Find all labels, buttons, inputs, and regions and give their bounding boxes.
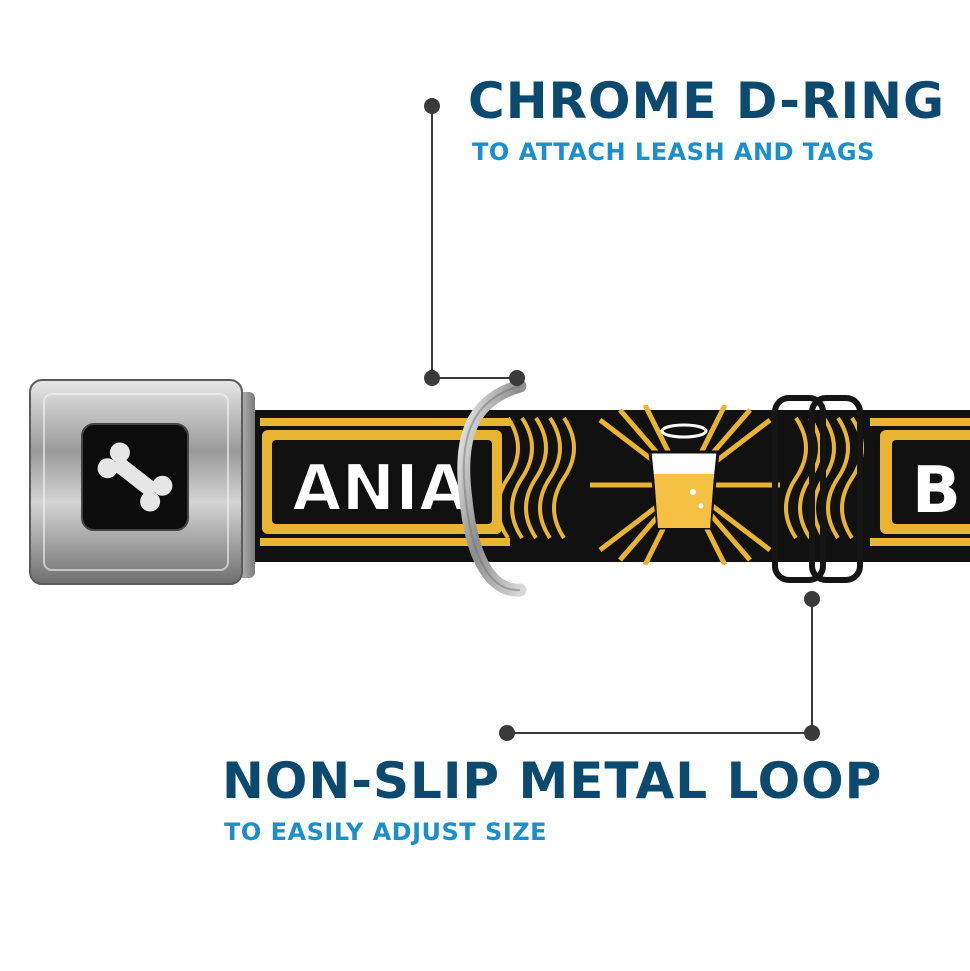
collar-strap: ANIA B bbox=[235, 405, 970, 565]
strap-text-right: B bbox=[912, 454, 961, 528]
callout-line-d-ring bbox=[424, 98, 525, 386]
callout-subtitle-d-ring: TO ATTACH LEASH AND TAGS bbox=[472, 138, 875, 166]
beer-glass-icon bbox=[648, 423, 720, 530]
metal-slide-loop bbox=[772, 395, 863, 583]
callout-line-metal-loop bbox=[499, 591, 820, 741]
bone-icon bbox=[97, 442, 173, 512]
callout-subtitle-metal-loop: TO EASILY ADJUST SIZE bbox=[224, 818, 548, 846]
callout-title-metal-loop: NON-SLIP METAL LOOP bbox=[222, 752, 883, 810]
seatbelt-buckle bbox=[29, 379, 255, 585]
callout-title-d-ring: CHROME D-RING bbox=[468, 72, 946, 130]
strap-text-left: ANIA bbox=[292, 452, 469, 526]
